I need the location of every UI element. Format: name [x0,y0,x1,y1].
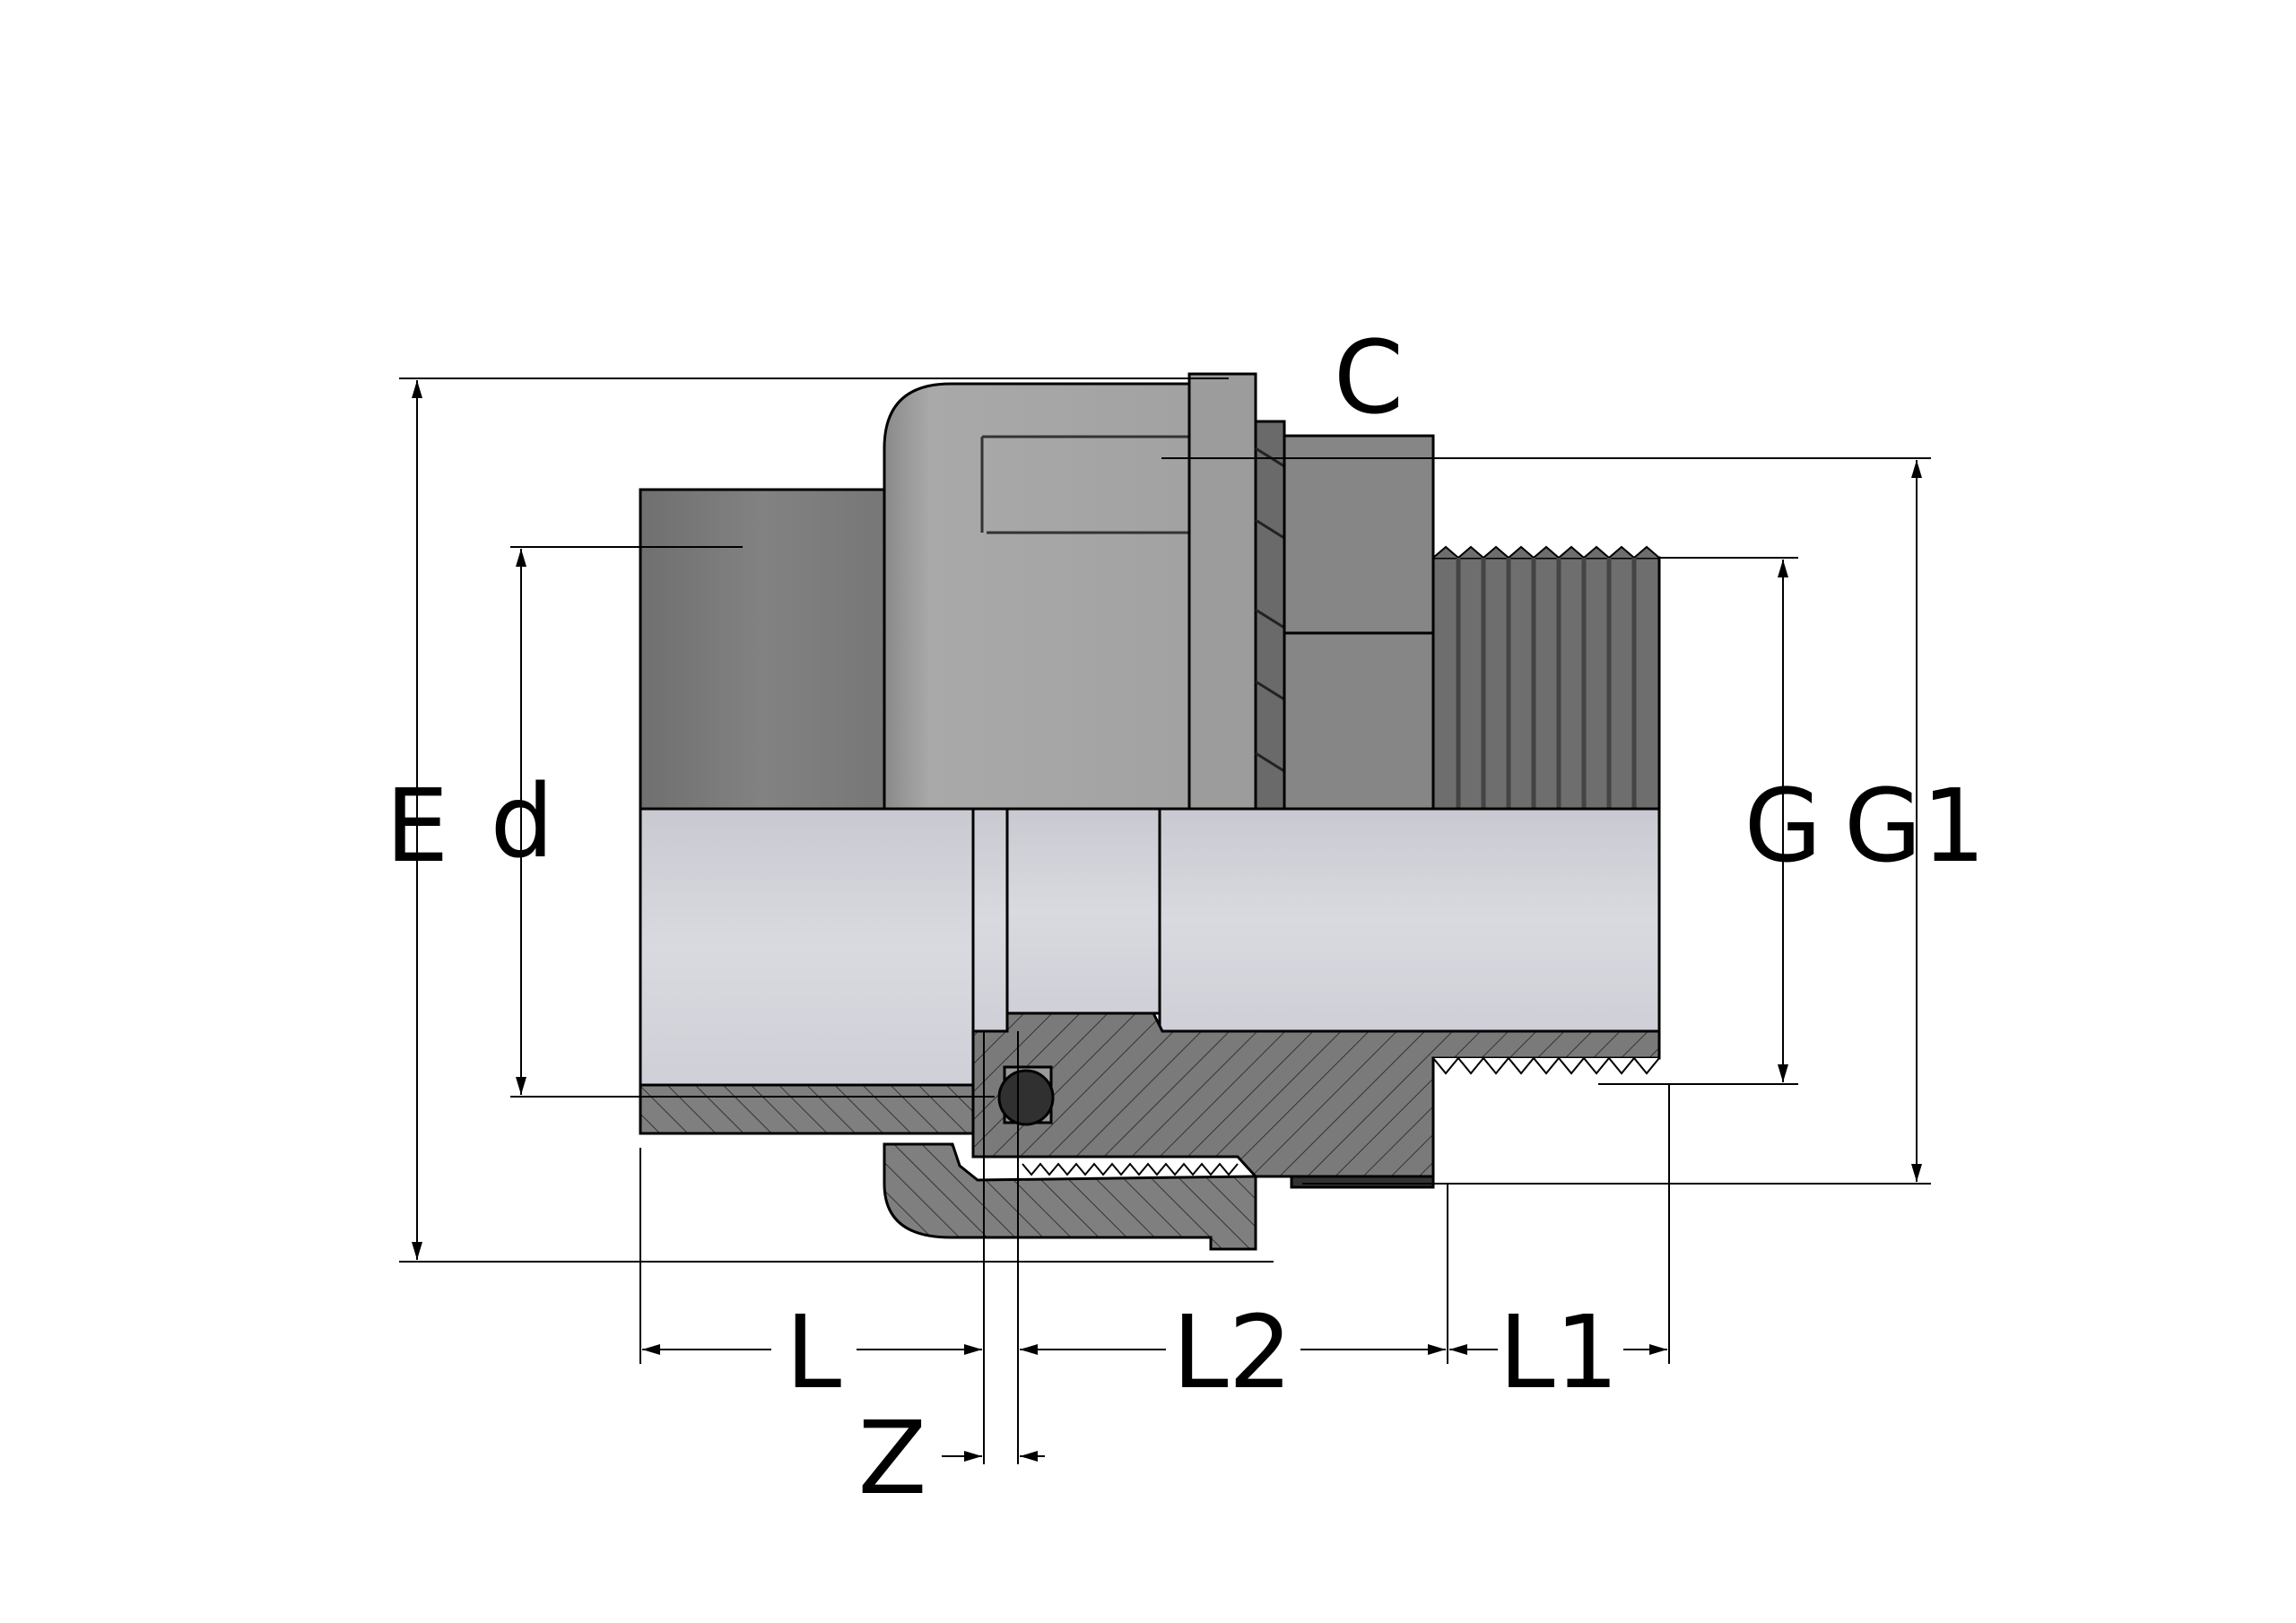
label-E: E [386,768,449,885]
dimension-labels: E d C G G1 L L2 L1 Z [386,320,1986,1517]
fitting-outer-view [639,372,1661,811]
nut-section [883,1142,1257,1251]
mid-bore [1005,807,1161,1015]
label-L: L [786,1295,841,1411]
label-L1: L1 [1499,1295,1619,1411]
hex-body [1283,434,1435,811]
gap-bore [971,807,1009,1033]
lower-thread-strip [1290,1175,1435,1189]
nut-thread-engagement [1022,1162,1239,1176]
label-C: C [1334,320,1404,437]
label-Z: Z [858,1401,927,1517]
male-thread [1431,545,1661,811]
grip-ribs [1254,420,1286,811]
socket-bore [639,807,975,1087]
label-G1: G1 [1844,768,1986,885]
body-section [971,1011,1661,1178]
fitting-section-view [639,807,1661,1251]
thread-inner-teeth [1432,1056,1660,1075]
socket-wall-section [639,1083,975,1135]
nut-flat-detail [980,435,1189,534]
label-d: d [490,764,553,881]
union-nut [883,382,1191,811]
dimension-lines [399,378,1931,1464]
label-G: G [1744,768,1822,885]
label-L2: L2 [1172,1295,1292,1411]
collar [1187,372,1257,811]
thread-bore [1158,807,1661,1033]
socket-end [639,488,886,811]
o-ring [997,1069,1055,1126]
